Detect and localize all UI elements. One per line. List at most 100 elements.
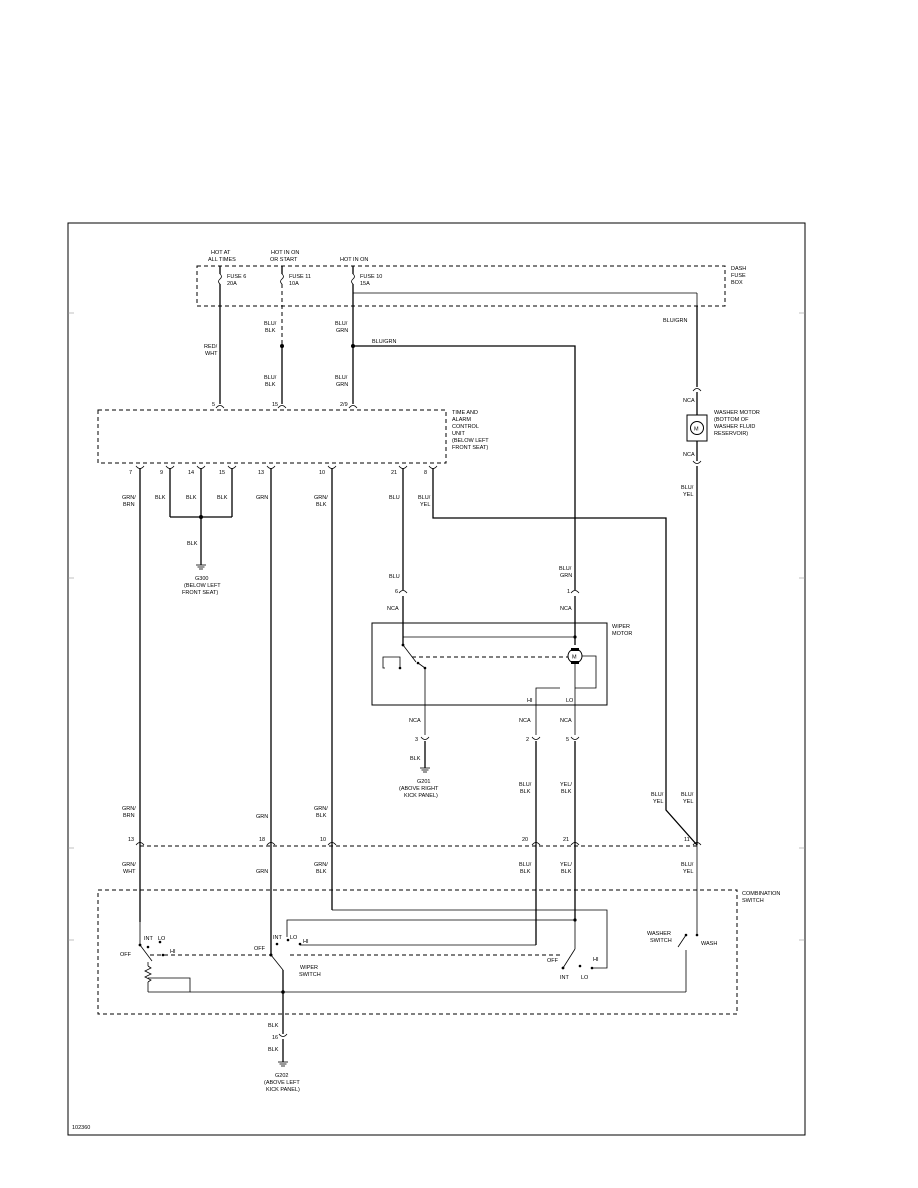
power-hot-in-on-or-start: HOT IN ON OR START [270,250,299,263]
svg-text:BLK: BLK [561,869,572,875]
power-hot-in-on: HOT IN ON [340,257,368,263]
svg-text:NCA: NCA [683,452,695,458]
svg-text:HOT IN ON: HOT IN ON [340,257,368,263]
svg-text:HI: HI [593,957,599,963]
svg-text:BLK: BLK [410,756,421,762]
svg-text:BLU/: BLU/ [335,375,348,381]
svg-text:OR START: OR START [270,257,298,263]
svg-text:HOT IN ON: HOT IN ON [271,250,299,256]
svg-text:GRN/: GRN/ [122,495,136,501]
svg-text:SWITCH: SWITCH [742,898,764,904]
svg-text:INT: INT [273,935,283,941]
svg-text:HI: HI [303,939,309,945]
svg-text:WIPER: WIPER [300,965,318,971]
dash-fuse-box [196,265,726,307]
svg-text:KICK PANEL): KICK PANEL) [404,793,438,799]
svg-text:GRN: GRN [256,869,268,875]
svg-text:NCA: NCA [387,606,399,612]
svg-text:15A: 15A [360,281,370,287]
svg-text:BLU: BLU [389,574,400,580]
svg-text:WIPER: WIPER [612,624,630,630]
g300-ground-branch: BLK BLK BLK BLK G300 (BELOW LEFT FRONT S… [155,468,233,596]
wiper-to-switch-wires: BLU/ BLK YEL/ BLK BLU/ YEL BLU/ YEL [519,741,694,945]
svg-text:10: 10 [319,470,325,476]
svg-text:GRN/: GRN/ [314,495,328,501]
svg-text:HI: HI [170,949,176,955]
svg-text:5: 5 [212,402,215,408]
svg-text:LO: LO [581,975,589,981]
diagram-frame [67,222,806,1136]
svg-text:GRN: GRN [560,573,572,579]
svg-text:BLK: BLK [265,328,276,334]
svg-text:BLK: BLK [155,495,166,501]
svg-text:ALL TIMES: ALL TIMES [208,257,236,263]
combination-switch-box [97,889,738,1015]
svg-text:20: 20 [522,837,528,843]
svg-text:BRN: BRN [123,502,135,508]
svg-text:LO: LO [566,698,574,704]
svg-text:10A: 10A [289,281,299,287]
fuse-wires [219,284,698,404]
combination-switch-internals: INT LO OFF HI INT LO OFF HI WIPER SWITCH… [120,845,717,1014]
wiper-motor-internals: M HI LO [382,596,597,735]
svg-text:BLK: BLK [316,869,327,875]
svg-text:OFF: OFF [120,952,132,958]
svg-text:BLU/: BLU/ [681,792,694,798]
svg-text:BLU/: BLU/ [651,792,664,798]
svg-text:NCA: NCA [560,718,572,724]
svg-text:20A: 20A [227,281,237,287]
svg-text:WHT: WHT [205,351,218,357]
combination-switch-label: COMBINATION SWITCH [742,891,780,904]
svg-text:BOX: BOX [731,280,743,286]
svg-text:DASH: DASH [731,266,746,272]
svg-text:BLK: BLK [268,1047,279,1053]
combination-switch-connectors: GRN/ BRN GRN GRN/ BLK 13 18 10 20 21 11 … [122,806,702,875]
svg-text:WASH: WASH [701,941,717,947]
wire-labels-top: RED/ WHT BLU/ BLK BLU/ BLK BLU/ GRN BLU/… [204,321,396,388]
svg-text:BLK: BLK [316,813,327,819]
svg-text:FRONT SEAT): FRONT SEAT) [452,445,488,451]
svg-text:15: 15 [219,470,225,476]
svg-text:BLK: BLK [316,502,327,508]
svg-text:13: 13 [258,470,264,476]
svg-text:21: 21 [391,470,397,476]
svg-text:BLK: BLK [520,789,531,795]
svg-text:(ABOVE RIGHT: (ABOVE RIGHT [399,786,439,792]
fuse-6: FUSE 6 20A [218,266,246,287]
svg-text:GRN: GRN [336,382,348,388]
svg-text:FUSE: FUSE [731,273,746,279]
svg-text:G300: G300 [195,576,208,582]
svg-text:FUSE 11: FUSE 11 [289,274,311,280]
svg-text:BLK: BLK [268,1023,279,1029]
svg-text:YEL: YEL [683,799,693,805]
svg-text:GRN: GRN [256,495,268,501]
svg-text:9: 9 [160,470,163,476]
svg-text:YEL: YEL [683,492,693,498]
svg-text:MOTOR: MOTOR [612,631,632,637]
svg-text:11: 11 [684,837,690,843]
svg-text:HI: HI [527,698,533,704]
svg-text:NCA: NCA [683,398,695,404]
time-alarm-control-unit [97,409,447,464]
svg-text:BLU/: BLU/ [559,566,572,572]
svg-text:RESERVOIR): RESERVOIR) [714,431,748,437]
svg-text:16: 16 [272,1035,278,1041]
svg-text:COMBINATION: COMBINATION [742,891,780,897]
svg-text:2/9: 2/9 [340,402,348,408]
svg-text:OFF: OFF [254,946,266,952]
svg-text:RED/: RED/ [204,344,218,350]
wire-blu-grn-to-wiper [353,345,576,590]
svg-text:BLK: BLK [186,495,197,501]
svg-text:SWITCH: SWITCH [299,972,321,978]
svg-text:FUSE 6: FUSE 6 [227,274,246,280]
svg-text:OFF: OFF [547,958,559,964]
svg-text:GRN/: GRN/ [122,806,136,812]
svg-text:BLK: BLK [265,382,276,388]
svg-text:6: 6 [395,589,398,595]
svg-text:SWITCH: SWITCH [650,938,672,944]
wiper-motor-box [371,622,608,706]
svg-text:WASHER: WASHER [647,931,671,937]
svg-text:INT: INT [560,975,570,981]
svg-text:BLK: BLK [217,495,228,501]
